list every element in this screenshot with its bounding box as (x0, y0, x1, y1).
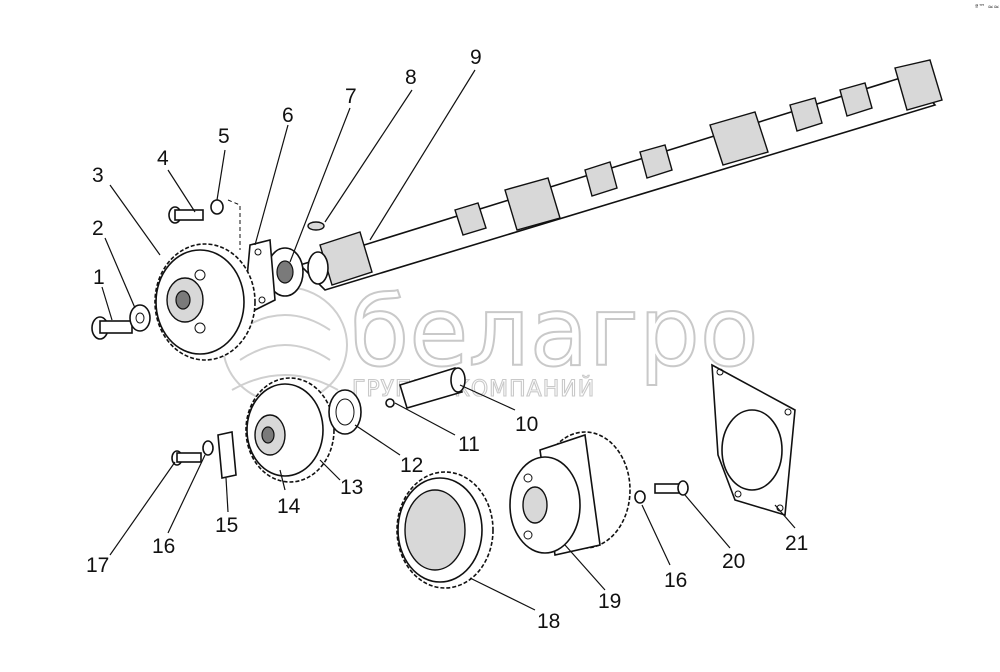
washer-16b (634, 490, 646, 504)
callout-20: 20 (722, 550, 745, 573)
corner-mark: ª™ ≈≈≈ (975, 3, 1000, 11)
callout-18: 18 (537, 610, 560, 633)
bolt-4 (168, 206, 204, 224)
callout-3: 3 (92, 164, 104, 187)
callouts: 1 2 3 4 5 6 7 8 9 10 11 12 13 14 15 16 1… (86, 46, 808, 633)
callout-6: 6 (282, 104, 294, 127)
callout-9: 9 (470, 46, 482, 69)
bolt-1 (91, 316, 133, 340)
washer-16a (202, 440, 214, 456)
callout-8: 8 (405, 66, 417, 89)
lock-plate-15 (217, 431, 237, 479)
callout-16: 16 (152, 535, 175, 558)
bolt-20 (654, 480, 689, 496)
ring-12 (328, 389, 362, 435)
thrust-washer-7 (266, 247, 304, 297)
key-8 (307, 221, 325, 231)
idler-gear (245, 377, 335, 483)
bolt-17 (171, 450, 202, 466)
hub-gear-19 (509, 431, 631, 556)
callout-10: 10 (515, 413, 538, 436)
camshaft (298, 59, 943, 291)
callout-15: 15 (215, 514, 238, 537)
gasket-21 (711, 363, 796, 517)
callout-13: 13 (340, 476, 363, 499)
watermark-subtitle: ГРУППА КОМПАНИЙ (352, 376, 595, 402)
lock-washer-5 (210, 199, 224, 215)
callout-19: 19 (598, 590, 621, 613)
callout-7: 7 (345, 85, 357, 108)
gear-ring-18 (396, 471, 494, 589)
leader-lines (101, 69, 796, 611)
callout-14: 14 (277, 495, 301, 518)
camshaft-gear (154, 243, 256, 361)
pin-11 (385, 398, 395, 408)
callout-12: 12 (400, 454, 423, 477)
washer-2 (129, 304, 151, 332)
watermark: белагро ГРУППА КОМПАНИЙ (222, 275, 760, 404)
callout-11: 11 (458, 433, 480, 456)
watermark-brand: белагро (350, 276, 759, 388)
callout-2: 2 (92, 217, 104, 240)
callout-4: 4 (157, 147, 169, 170)
callout-1: 1 (93, 266, 105, 289)
callout-17: 17 (86, 554, 109, 577)
callout-5: 5 (218, 125, 230, 148)
callout-21: 21 (785, 532, 808, 555)
callout-16-right: 16 (664, 569, 687, 592)
